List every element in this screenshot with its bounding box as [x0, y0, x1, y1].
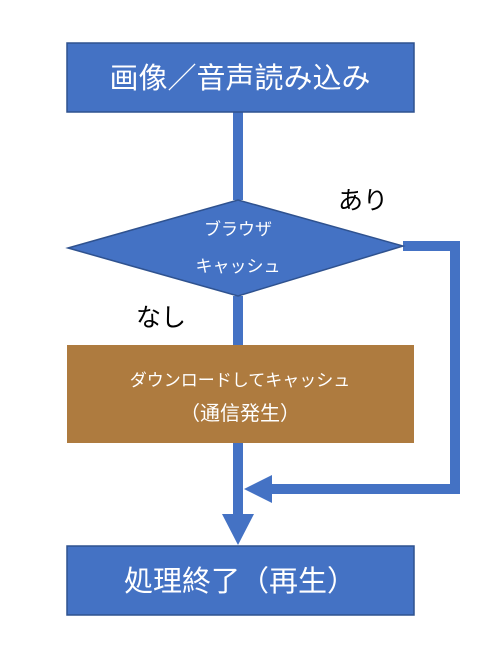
- decision-label-line1: ブラウザ: [204, 219, 272, 240]
- decision-label-line2: キャッシュ: [196, 257, 281, 277]
- connector-yes-branch: [268, 241, 460, 494]
- branch-yes-label: あり: [338, 186, 388, 215]
- end-box-label: 処理終了（再生）: [124, 564, 356, 598]
- arrow-left-merge: [244, 475, 272, 503]
- start-box-label: 画像／音声読み込み: [109, 61, 370, 95]
- arrow-down-to-end: [222, 514, 254, 545]
- end-box: [66, 545, 415, 616]
- start-box: [66, 42, 415, 113]
- branch-no-label: なし: [136, 303, 186, 332]
- decision-diamond: [65, 199, 406, 297]
- download-box-line2: （通信発生）: [180, 401, 300, 425]
- download-box-line1: ダウンロードしてキャッシュ: [130, 371, 351, 391]
- download-box: [67, 345, 414, 443]
